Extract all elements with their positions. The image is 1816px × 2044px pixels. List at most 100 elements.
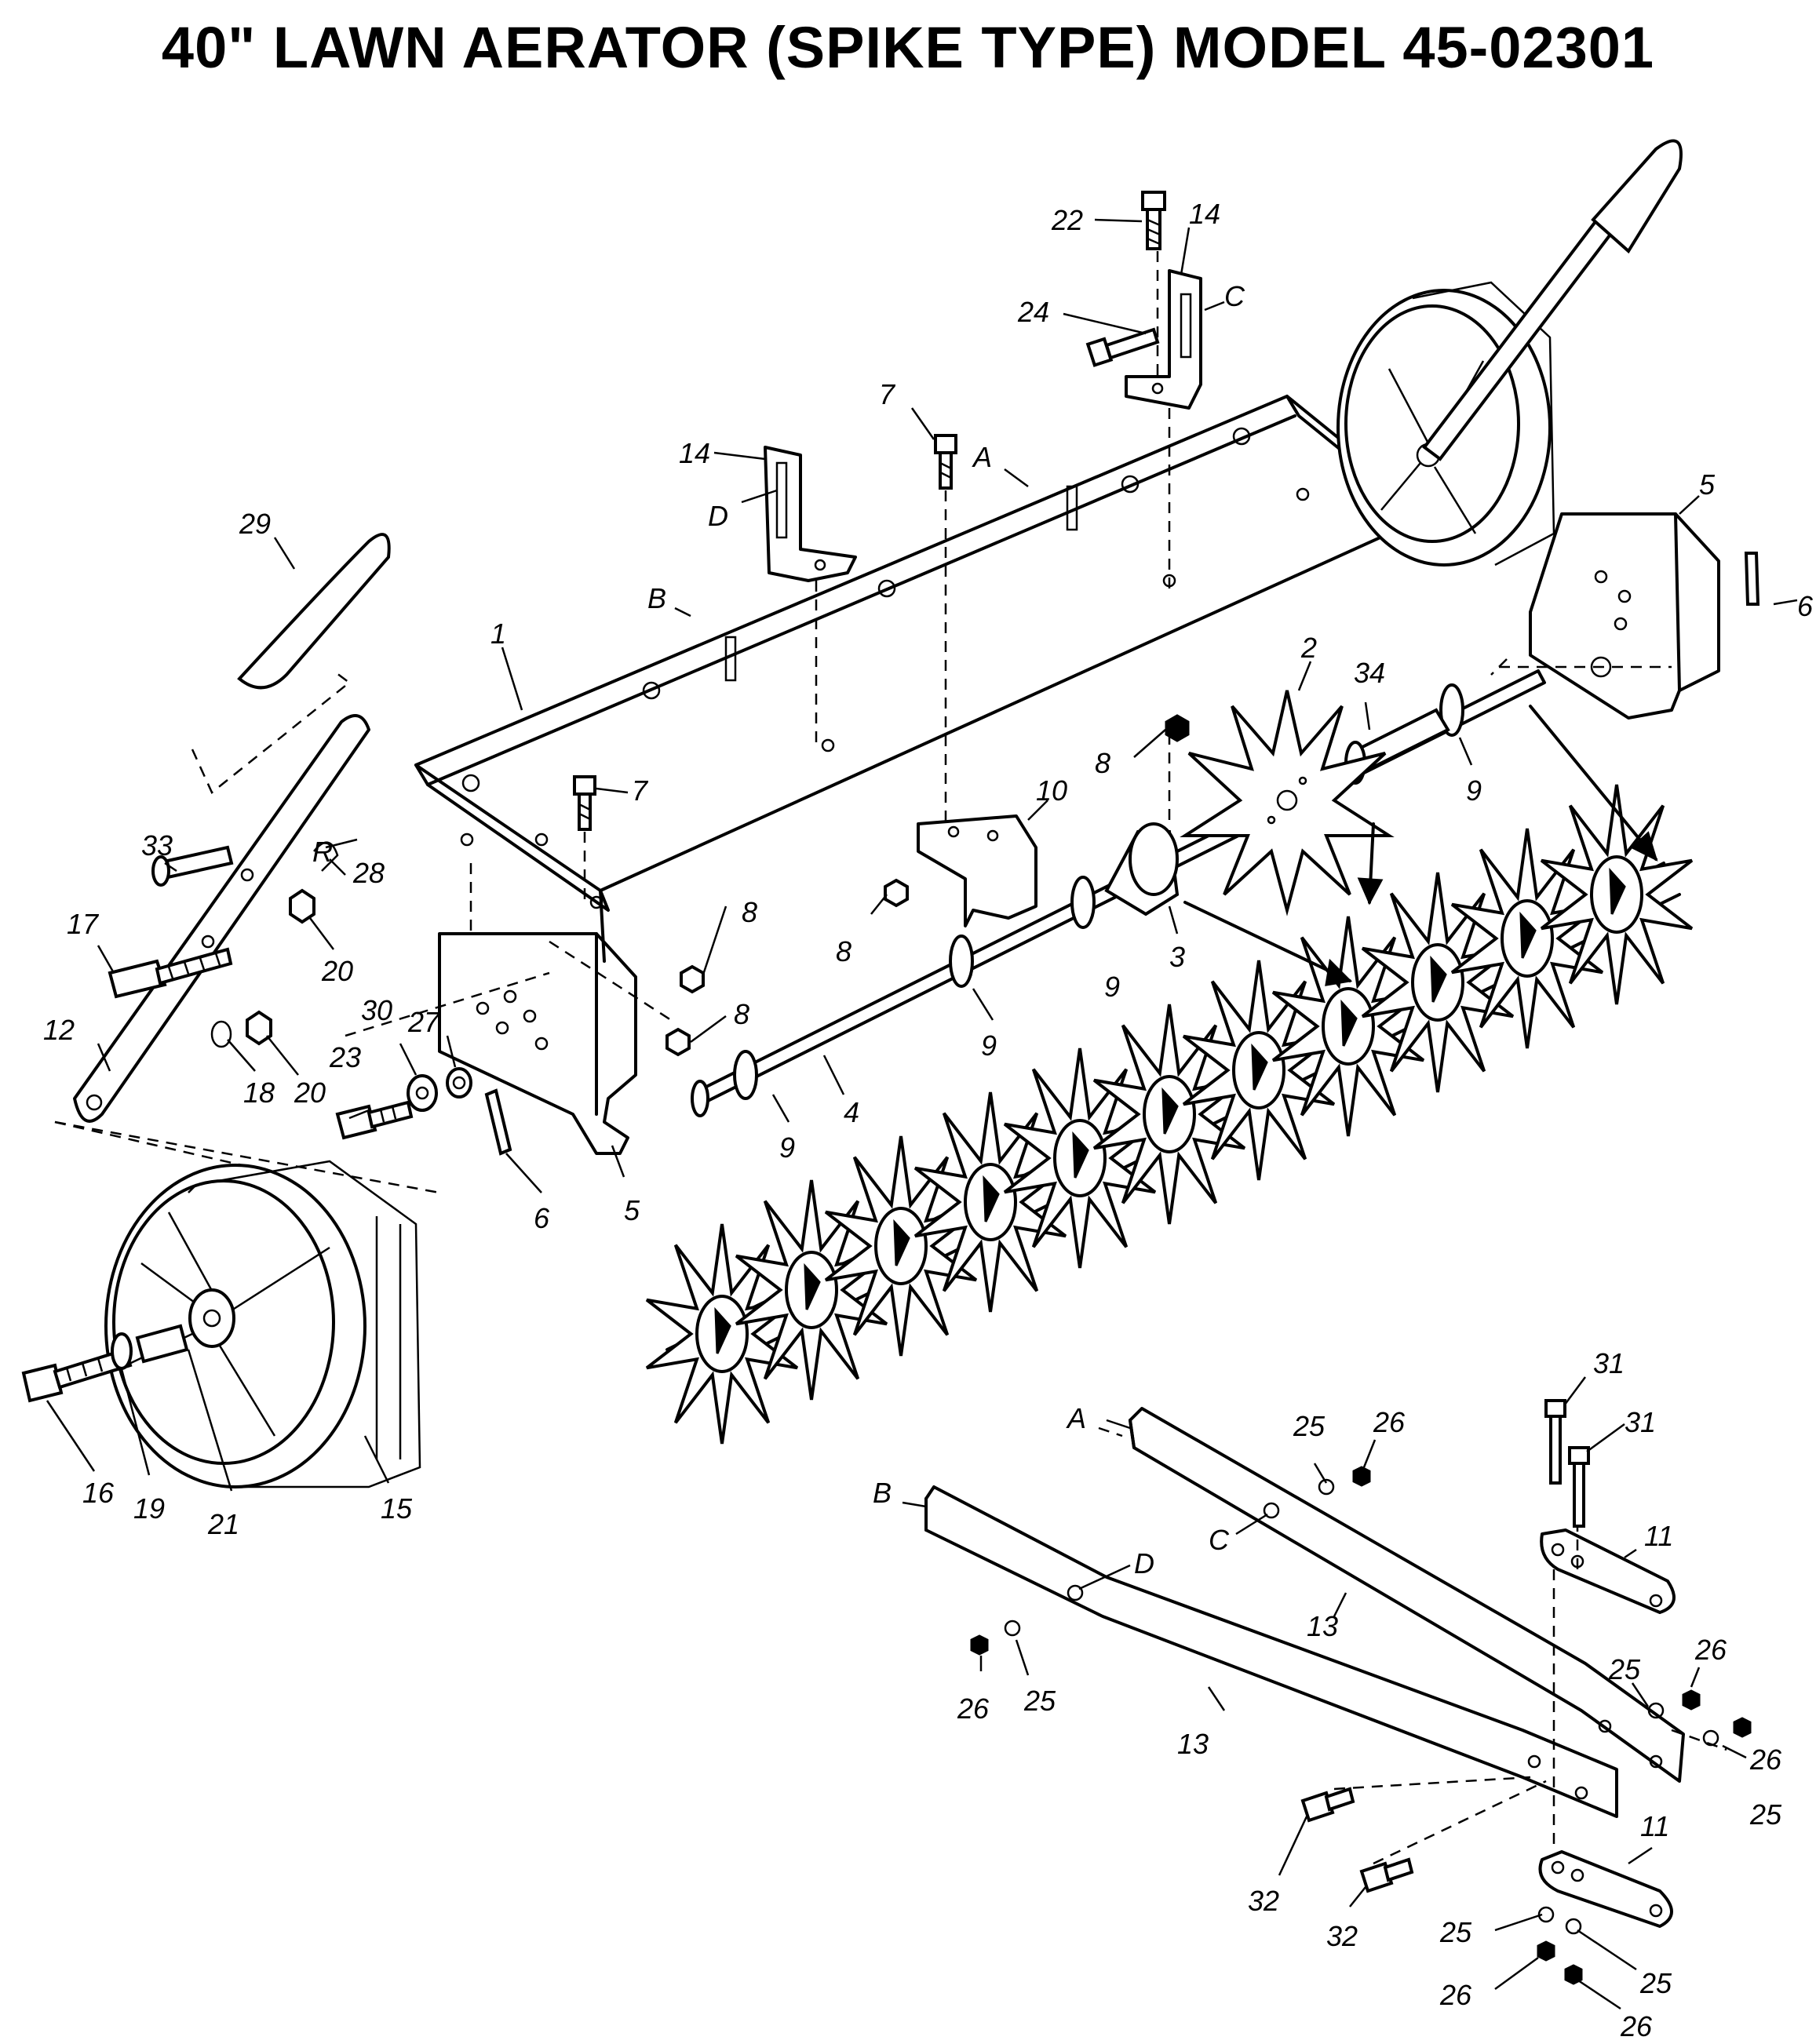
spike-star [645,1223,799,1445]
right-bracket [1529,512,1720,720]
callout-15: 15 [381,1492,413,1525]
callout-5: 5 [624,1194,640,1226]
pin-6-right [1744,552,1760,606]
callout-28: 28 [352,857,385,889]
callout-6: 6 [1797,590,1814,622]
callout-33: 33 [141,829,173,862]
callout-8: 8 [1095,747,1110,779]
adjustment-bracket-upper [1125,269,1202,410]
callout-34: 34 [1354,657,1385,689]
callout-a: A [972,441,992,473]
adjustment-bracket-lower [764,446,857,582]
callout-14: 14 [1189,198,1220,230]
spike-star [735,1179,888,1401]
callout-26: 26 [1620,2010,1653,2042]
callout-10: 10 [1036,774,1067,807]
spike-star [824,1135,978,1357]
callout-27: 27 [407,1006,441,1038]
callout-26: 26 [1439,1979,1472,2011]
spike-star [913,1091,1067,1313]
callout-8: 8 [742,896,757,928]
spike-star [1540,784,1694,1005]
spacer-9-c [1070,876,1096,929]
callout-11: 11 [1640,1810,1669,1842]
spacer-9-a [733,1050,758,1100]
spacer-27 [446,1067,472,1099]
callout-26: 26 [957,1692,990,1725]
bolt-32-a [1300,1787,1355,1823]
callout-31: 31 [1625,1406,1656,1438]
callout-25: 25 [1023,1685,1056,1717]
drawbar-plate-upper [1540,1528,1676,1614]
axle [691,669,1546,1117]
spike-star [1003,1048,1157,1269]
callout-24: 24 [1017,296,1049,328]
callout-9: 9 [1466,774,1482,807]
callout-3: 3 [1169,941,1185,973]
washer-18 [210,1020,232,1048]
callout-c: C [1224,280,1245,312]
callout-25: 25 [1439,1916,1472,1948]
callout-32: 32 [1326,1920,1358,1952]
center-bracket [917,814,1037,927]
assembly-lines [54,251,1727,1865]
spike-wheel-single [1180,690,1395,916]
spike-roller-assembly [645,784,1694,1445]
leader-lines [46,218,1798,2010]
nut-8-d [666,1027,691,1057]
nut-20-b [246,1010,272,1046]
bolt-23 [335,1104,377,1140]
drawbar-arm-b [924,1485,1618,1818]
diagram-title: 40" LAWN AERATOR (SPIKE TYPE) MODEL 45-0… [161,15,1655,80]
spike-star [1361,872,1515,1093]
callout-9: 9 [981,1029,997,1062]
callout-d: D [708,500,728,532]
drawbar-plate-lower [1538,1850,1673,1928]
bolt-31-a [1544,1399,1566,1485]
callout-6: 6 [534,1202,550,1234]
handle-grip-29 [237,533,391,690]
callout-13: 13 [1177,1728,1209,1760]
callout-4: 4 [844,1096,859,1128]
callout-d: D [1134,1547,1154,1579]
nut-20-a [289,888,315,924]
bolt-22 [1141,191,1166,250]
callout-13: 13 [1307,1610,1338,1642]
callout-r: R [312,836,333,868]
callout-b: B [873,1477,892,1509]
callout-20: 20 [321,955,353,987]
callout-25: 25 [1293,1410,1326,1442]
callout-32: 32 [1248,1885,1279,1917]
spacer-9-d [1439,683,1464,737]
drawbar-arm-a [1129,1407,1685,1783]
callout-7: 7 [632,774,649,807]
callout-23: 23 [329,1041,361,1073]
spike-star [1450,828,1604,1049]
washer-19 [111,1332,133,1370]
bolt-7-lower [573,775,596,831]
callout-22: 22 [1051,204,1083,236]
callout-25: 25 [1749,1798,1782,1831]
callout-25: 25 [1608,1653,1641,1685]
bolt-16 [21,1363,64,1403]
assembly-arrows [1183,705,1658,986]
left-wheel [21,1160,421,1488]
bolt-31-b [1568,1446,1590,1528]
spike-star [1271,916,1425,1137]
callout-labels: 22 14 24 C 7 A 14 D 29 B 1 2 34 5 6 8 9 … [43,198,1814,2042]
callout-5: 5 [1699,468,1716,501]
bushing-21 [135,1324,189,1364]
callout-8: 8 [836,935,851,967]
drawbar-bolts [970,1399,1752,1985]
nut-8-c [884,878,909,908]
callout-7: 7 [879,378,896,410]
callout-18: 18 [243,1077,275,1109]
callout-1: 1 [490,618,506,650]
callout-26: 26 [1373,1406,1406,1438]
callout-8: 8 [734,998,749,1030]
nut-8-b [680,964,705,994]
right-wheel [1336,139,1683,567]
nut-8-a [1165,714,1190,742]
spike-star [1182,960,1336,1181]
